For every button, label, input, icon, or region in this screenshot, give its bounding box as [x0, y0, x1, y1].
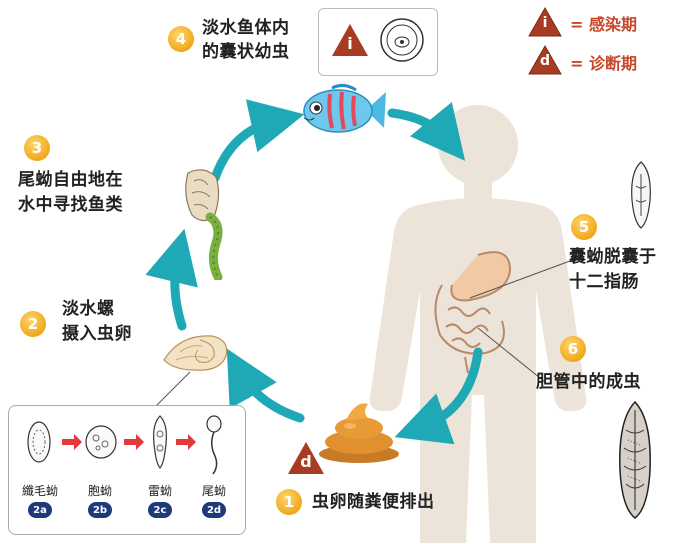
- step-3-label-line2: 水中寻找鱼类: [18, 195, 123, 215]
- step-6-circle: 6: [560, 336, 586, 362]
- step-6-label: 胆管中的成虫: [536, 372, 641, 392]
- snail-icon: [163, 335, 228, 371]
- feces-diagnostic-letter: d: [300, 452, 312, 471]
- cercaria-stage-icon: [206, 415, 222, 475]
- legend-diagnostic-triangle: [528, 44, 562, 75]
- step-5-label-line1: 囊蚴脱囊于: [569, 247, 657, 267]
- step-1-circle: 1: [276, 489, 302, 515]
- cercaria-icon: [185, 169, 223, 280]
- miracidium-icon: [27, 421, 51, 463]
- metacercaria-cyst-icon: [380, 18, 424, 62]
- stage-2c-label: 雷蚴: [147, 484, 172, 498]
- step-2-label-line2: 摄入虫卵: [62, 324, 132, 344]
- stage-2b-badge: 2b: [88, 502, 112, 518]
- stage-2b-label: 胞蚴: [87, 484, 112, 498]
- step-5-label-line2: 十二指肠: [569, 272, 639, 292]
- step-4-label-line1: 淡水鱼体内: [202, 18, 290, 38]
- metacercaria-infective-letter: i: [347, 34, 353, 53]
- adult-fluke-icon: [619, 400, 651, 519]
- arrow-fish-to-human: [387, 102, 466, 161]
- arrow-human-to-feces: [394, 347, 483, 445]
- sporocyst-icon: [85, 425, 117, 459]
- step-3-label-line1: 尾蚴自由地在: [18, 170, 123, 190]
- arrow-snail-to-cercaria: [145, 228, 198, 331]
- step-1-label: 虫卵随粪便排出: [312, 492, 435, 512]
- juvenile-fluke-icon: [631, 161, 651, 229]
- legend-infective-triangle: [528, 6, 562, 37]
- step-5-circle: 5: [571, 214, 597, 240]
- legend-infective-letter: i: [542, 15, 548, 31]
- step-2-label-line1: 淡水螺: [62, 299, 115, 319]
- step-2-circle: 2: [20, 311, 46, 337]
- arrow-cercaria-to-fish: [210, 99, 305, 183]
- step-4-circle: 4: [168, 26, 194, 52]
- stage-2c-badge: 2c: [148, 502, 172, 518]
- step-3-circle: 3: [24, 135, 50, 161]
- stage-arrows: [62, 434, 196, 450]
- feces-icon: [319, 403, 399, 463]
- arrow-feces-to-snail: [226, 348, 305, 423]
- stage-2d-label: 尾蚴: [201, 484, 226, 498]
- feces-diagnostic-triangle: [288, 442, 324, 474]
- fish-icon: [303, 83, 386, 133]
- legend-diagnostic-letter: d: [539, 53, 551, 69]
- stage-2a-label: 纖毛蚴: [21, 484, 58, 498]
- stage-2d-badge: 2d: [202, 502, 226, 518]
- stage-2a-badge: 2a: [28, 502, 52, 518]
- step-4-label-line2: 的囊状幼虫: [202, 42, 290, 62]
- legend-infective-text: = 感染期: [570, 15, 637, 34]
- legend-diagnostic-text: = 诊断期: [570, 54, 637, 73]
- metacercaria-infective-triangle: [332, 24, 368, 56]
- redia-icon: [153, 415, 167, 469]
